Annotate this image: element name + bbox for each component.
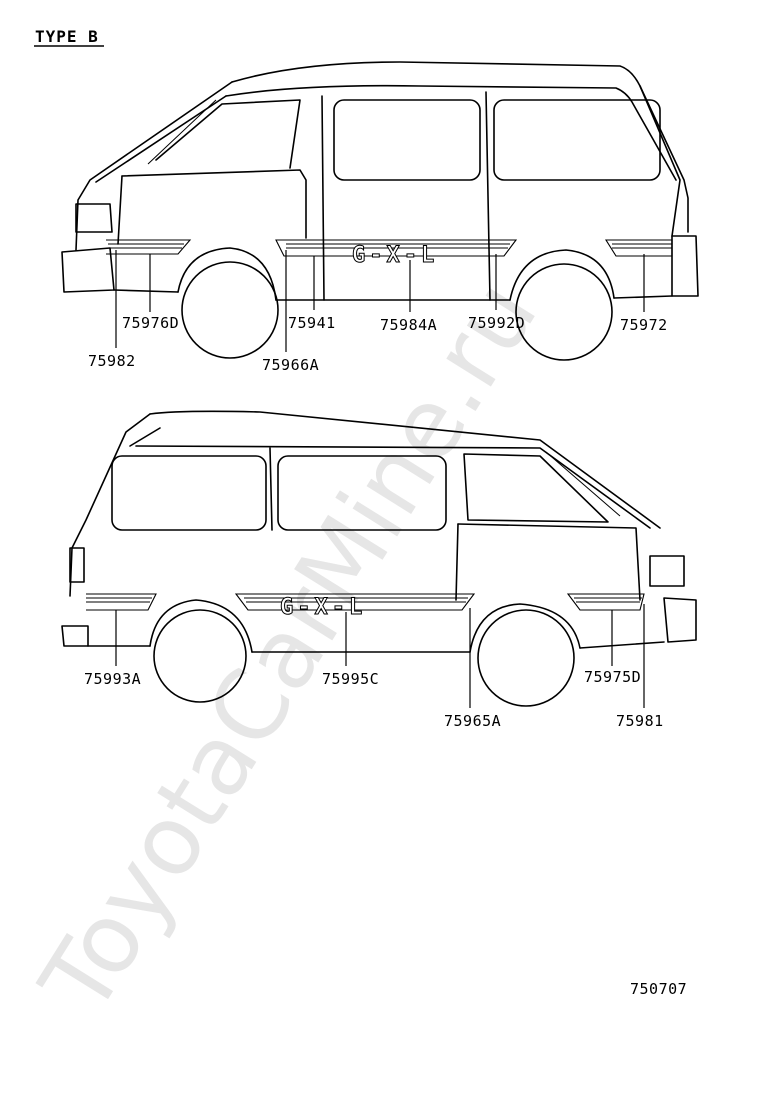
- callout-75992d: 75992D: [468, 314, 525, 332]
- callout-75982: 75982: [88, 352, 136, 370]
- diagram-title: TYPE B: [35, 27, 99, 46]
- lower-van: [61, 410, 697, 707]
- watermark-text: ToyotaCarMine.ru: [19, 262, 559, 1033]
- lower-gxl-emblem: G-X-L: [280, 595, 366, 620]
- callout-75966a: 75966A: [262, 356, 319, 374]
- lower-stripes: G-X-L: [86, 593, 645, 621]
- callout-75984a: 75984A: [380, 316, 437, 334]
- upper-van: [61, 61, 699, 361]
- lower-leader-lines: [115, 604, 645, 708]
- upper-leader-lines: [115, 250, 645, 352]
- callout-75976d: 75976D: [122, 314, 179, 332]
- figure-number: 750707: [630, 980, 687, 998]
- callout-75995c: 75995C: [322, 670, 379, 688]
- callout-75993a: 75993A: [84, 670, 141, 688]
- callout-75941: 75941: [288, 314, 336, 332]
- callout-75975d: 75975D: [584, 668, 641, 686]
- callout-75972: 75972: [620, 316, 668, 334]
- callout-75965a: 75965A: [444, 712, 501, 730]
- callout-75981: 75981: [616, 712, 664, 730]
- lower-callouts: 75993A 75995C 75965A 75975D 75981: [84, 668, 664, 730]
- upper-callouts: 75976D 75982 75941 75966A 75984A 75992D …: [88, 314, 668, 374]
- upper-stripes: G-X-L: [106, 239, 673, 269]
- upper-gxl-emblem: G-X-L: [352, 243, 438, 268]
